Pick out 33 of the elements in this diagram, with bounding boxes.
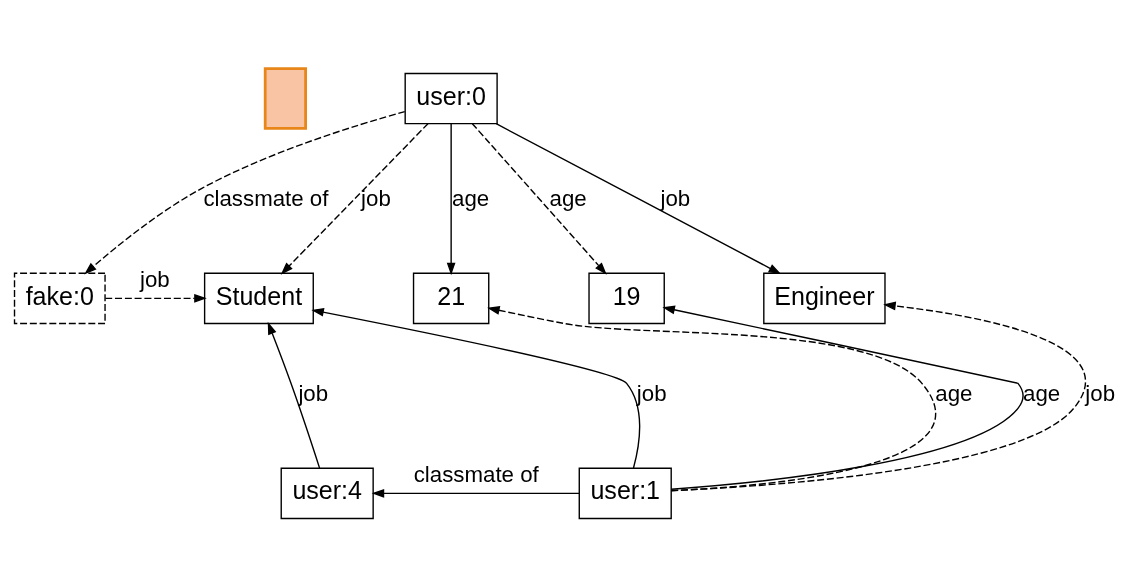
edge-label: classmate of xyxy=(413,461,539,487)
node-box: 21 xyxy=(412,272,490,324)
edge-label: job xyxy=(139,266,170,292)
arrow xyxy=(487,305,936,491)
arrow xyxy=(104,293,207,303)
node-box: user:0 xyxy=(404,72,498,124)
edge-label: job xyxy=(1085,380,1116,406)
arrow xyxy=(311,307,641,469)
edge-label: job xyxy=(298,380,329,406)
edge-label: age xyxy=(1023,380,1061,406)
node-box xyxy=(263,66,307,130)
arrow xyxy=(280,122,429,275)
edge-label: age xyxy=(452,185,490,211)
arrow xyxy=(495,122,782,274)
node-box: user:4 xyxy=(280,467,374,519)
edge-label: job xyxy=(361,185,391,211)
node-box: Student xyxy=(203,272,314,324)
arrow xyxy=(471,122,607,275)
arrow xyxy=(267,321,321,469)
edge-label: age xyxy=(935,380,973,406)
node-box: user:1 xyxy=(578,467,672,519)
arrow xyxy=(371,488,580,498)
arrow xyxy=(670,301,1087,491)
arrow xyxy=(446,122,456,275)
edge-label: job xyxy=(636,380,667,406)
node-box: Engineer xyxy=(763,272,886,324)
arrow xyxy=(662,305,1024,490)
edge-label: age xyxy=(549,185,587,211)
edge-label: job xyxy=(660,185,691,211)
arrow xyxy=(84,110,406,274)
node-box: fake:0 xyxy=(13,272,106,324)
edge-label: classmate of xyxy=(203,185,329,211)
node-box: 19 xyxy=(588,272,665,324)
